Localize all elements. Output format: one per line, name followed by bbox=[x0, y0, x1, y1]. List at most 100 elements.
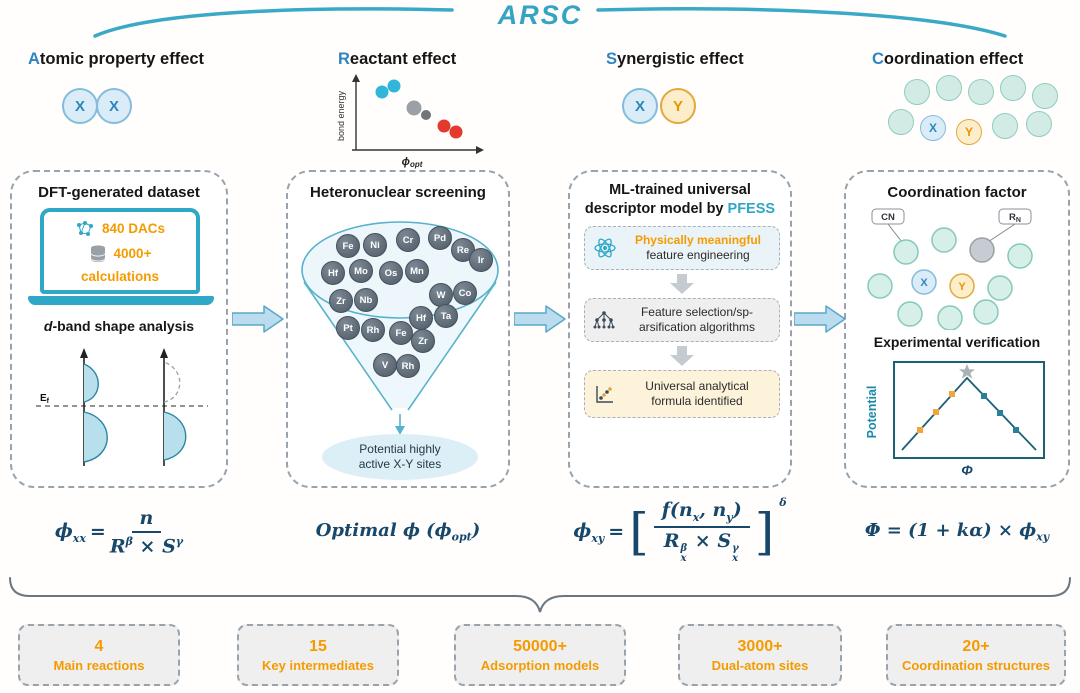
element-circle: Co bbox=[453, 281, 477, 305]
badge-label: Coordination structures bbox=[901, 657, 1051, 673]
badge-coordination-structures: 20+ Coordination structures bbox=[886, 624, 1066, 686]
arrow-right-icon bbox=[794, 305, 846, 333]
panel-reactant: Heteronuclear screening Fe Ni Cr Pd Re I… bbox=[286, 170, 510, 488]
element-circle: Mn bbox=[405, 259, 429, 283]
coordination-cluster-icon: X Y bbox=[880, 75, 1080, 155]
element-circle: Nb bbox=[354, 288, 378, 312]
element-circle: Zr bbox=[411, 329, 435, 353]
heading-coordination: Coordination effect bbox=[872, 50, 1024, 68]
heading-atomic: Atomic property effect bbox=[28, 50, 205, 68]
element-circle: Rh bbox=[396, 354, 420, 378]
element-circle: W bbox=[429, 283, 453, 307]
atom-x-circle: X bbox=[62, 88, 98, 124]
panel-title: Coordination factor bbox=[887, 184, 1027, 201]
synergy-y-circle: Y bbox=[660, 88, 696, 124]
badge-number: 4 bbox=[94, 637, 104, 655]
top-brace-icon bbox=[93, 7, 1007, 38]
badge-main-reactions: 4 Main reactions bbox=[18, 624, 180, 686]
step-feature-engineering: Physically meaningful feature engineerin… bbox=[584, 226, 780, 270]
element-circle: Pt bbox=[336, 316, 360, 340]
calc-stat-label: calculations bbox=[80, 268, 160, 284]
dacs-stat: 840 DACs bbox=[101, 221, 166, 236]
element-circle: Rh bbox=[361, 318, 385, 342]
heading-letter: A bbox=[28, 50, 40, 68]
volcano-plot: Potential Φ bbox=[865, 361, 1045, 478]
badge-number: 3000+ bbox=[737, 637, 783, 655]
result-ellipse: Potential highly active X-Y sites bbox=[322, 434, 478, 480]
arrow-right-icon bbox=[232, 305, 284, 333]
element-circle: Ni bbox=[363, 233, 387, 257]
bond-energy-label: bond energy bbox=[336, 90, 346, 141]
badge-number: 50000+ bbox=[513, 637, 567, 655]
element-circle: Zr bbox=[329, 289, 353, 313]
badge-adsorption-models: 50000+ Adsorption models bbox=[454, 624, 626, 686]
panel-atomic: DFT-generated dataset 840 DACs bbox=[10, 170, 228, 488]
calc-stat-number: 4000+ bbox=[113, 246, 152, 261]
bond-energy-chart-icon: bond energy ϕopt bbox=[336, 74, 484, 169]
diagram-y-label: Y bbox=[958, 281, 966, 293]
badge-dual-atom-sites: 3000+ Dual-atom sites bbox=[678, 624, 842, 686]
panel-synergistic: ML-trained universal descriptor model by… bbox=[568, 170, 792, 488]
element-circle: Mo bbox=[349, 259, 373, 283]
arrow-down-icon bbox=[670, 274, 694, 294]
element-circle: Ta bbox=[434, 304, 458, 328]
arrow-right-icon bbox=[514, 305, 566, 333]
fermi-level-label: Ef bbox=[40, 393, 50, 405]
tree-icon bbox=[593, 311, 615, 329]
element-circle: Hf bbox=[321, 261, 345, 285]
network-icon bbox=[76, 220, 93, 236]
badge-label: Adsorption models bbox=[480, 657, 600, 673]
element-circle: Ir bbox=[469, 248, 493, 272]
dband-title: d-band shape analysis bbox=[43, 318, 195, 334]
badge-number: 20+ bbox=[962, 637, 990, 655]
laptop-base bbox=[28, 296, 214, 305]
rn-label: RN bbox=[1009, 212, 1021, 224]
step-feature-selection: Feature selection/sp- arsification algor… bbox=[584, 298, 780, 342]
element-circle: Fe bbox=[389, 321, 413, 345]
element-circle: V bbox=[373, 353, 397, 377]
cluster-x-circle: X bbox=[920, 115, 946, 141]
element-circle: Pd bbox=[428, 226, 452, 250]
heading-letter: R bbox=[338, 50, 350, 68]
coordination-factor-diagram: CN RN X Y bbox=[867, 208, 1033, 330]
heading-synergistic: Synergistic effect bbox=[606, 50, 744, 68]
badge-label: Dual-atom sites bbox=[711, 657, 809, 673]
badge-key-intermediates: 15 Key intermediates bbox=[237, 624, 399, 686]
element-circle: Fe bbox=[336, 234, 360, 258]
figure-title: ARSC bbox=[497, 0, 583, 30]
screening-funnel: Fe Ni Cr Pd Re Ir Hf Mo Os Mn W Co Zr Nb… bbox=[292, 208, 508, 442]
dband-plot: Ef bbox=[36, 348, 208, 466]
diagram-x-label: X bbox=[920, 277, 928, 289]
panel-title: Heteronuclear screening bbox=[310, 184, 486, 201]
element-circle: Hf bbox=[409, 306, 433, 330]
arrow-down-icon bbox=[670, 346, 694, 366]
heading-reactant: Reactant effect bbox=[338, 50, 457, 68]
heading-letter: C bbox=[872, 50, 884, 68]
panel-coordination: Coordination factor CN RN X Y Experiment… bbox=[844, 170, 1070, 488]
potential-label: Potential bbox=[865, 386, 879, 439]
cluster-y-circle: Y bbox=[956, 119, 982, 145]
formula-reactant: Optimal ϕ (ϕopt) bbox=[315, 520, 481, 544]
element-circle: Cr bbox=[396, 228, 420, 252]
synergy-x-circle: X bbox=[622, 88, 658, 124]
element-circle: Os bbox=[379, 261, 403, 285]
panel-title: ML-trained universal bbox=[609, 182, 751, 198]
atom-icon bbox=[594, 238, 616, 258]
pfess-label: PFESS bbox=[727, 201, 776, 217]
formula-atomic: ϕxx = n Rβ × Sγ bbox=[54, 506, 184, 558]
database-icon bbox=[90, 244, 106, 262]
heading-letter: S bbox=[606, 50, 618, 68]
atom-x-circle: X bbox=[96, 88, 132, 124]
bottom-brace-icon bbox=[9, 577, 1071, 613]
panel-title-line2: descriptor model by PFESS bbox=[584, 201, 776, 217]
verification-title: Experimental verification bbox=[873, 334, 1041, 350]
formula-coordination: Φ = (1 + kα) × ϕxy bbox=[864, 520, 1050, 544]
panel-title: DFT-generated dataset bbox=[38, 184, 200, 201]
laptop-icon: 840 DACs 4000+ calculations bbox=[40, 208, 200, 294]
step-formula-identified: Universal analytical formula identified bbox=[584, 370, 780, 418]
scatter-icon bbox=[596, 386, 613, 403]
badge-label: Key intermediates bbox=[262, 657, 374, 673]
cn-label: CN bbox=[881, 212, 895, 223]
